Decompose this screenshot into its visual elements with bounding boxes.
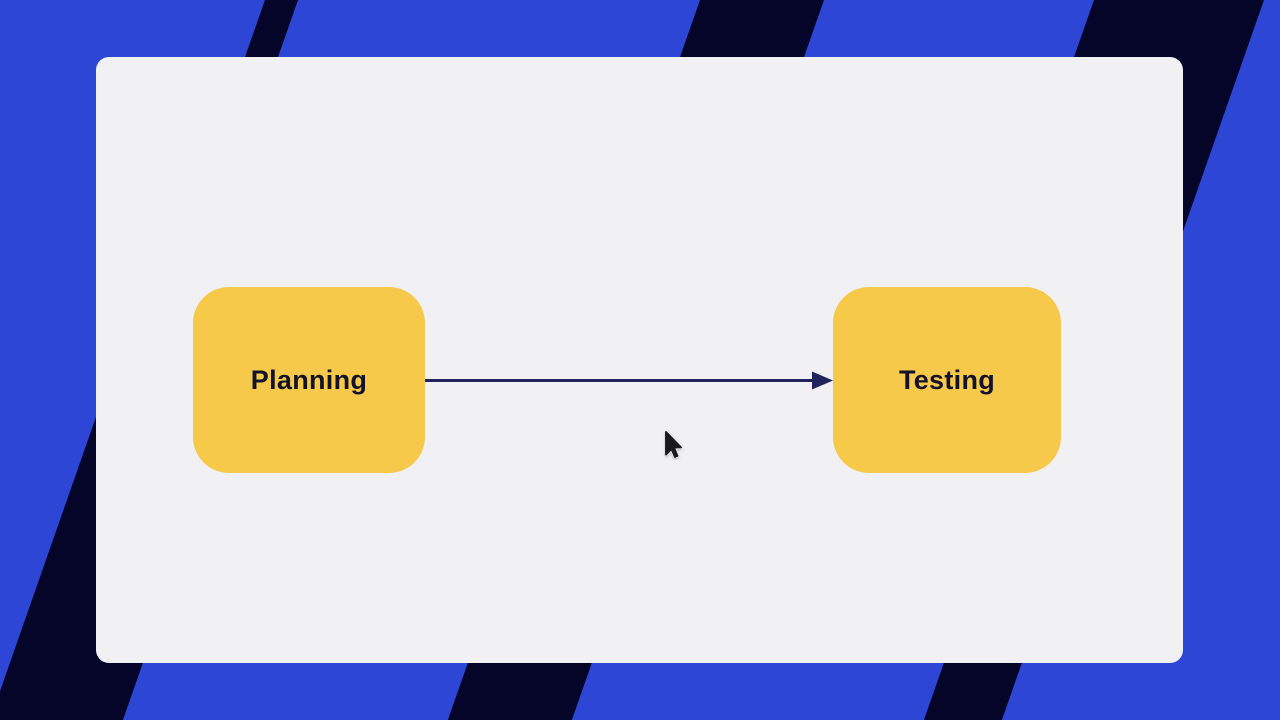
node-testing-label: Testing (898, 364, 996, 395)
node-testing[interactable]: Testing (833, 287, 1061, 473)
node-planning[interactable]: Planning (193, 287, 425, 473)
node-planning-label: Planning (250, 364, 368, 395)
whiteboard-canvas[interactable]: Planning Testing (96, 57, 1183, 663)
